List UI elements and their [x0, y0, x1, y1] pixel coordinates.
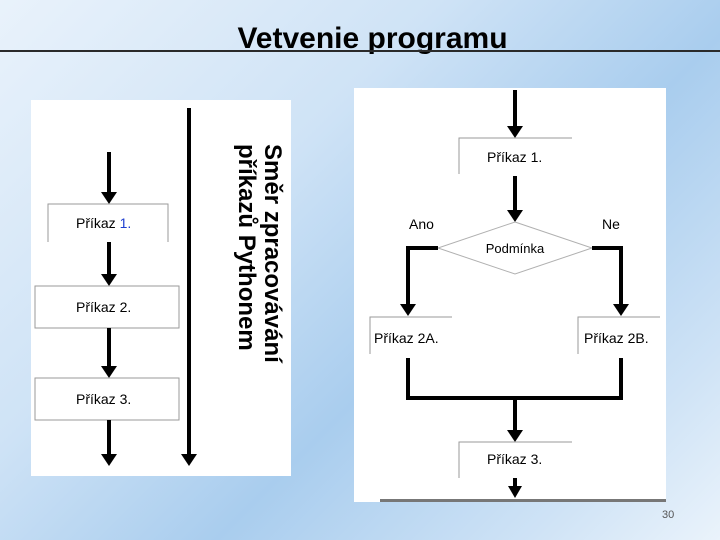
condition-label: Podmínka: [486, 241, 545, 256]
arrowhead: [507, 126, 523, 138]
direction-label-line-2: příkazů Pythonem: [233, 144, 260, 351]
no-label: Ne: [602, 216, 620, 232]
sequential-flowchart: Příkaz 1. Příkaz 2. Příkaz 3. Směr zprac…: [34, 108, 286, 466]
command-3-label: Příkaz 3.: [487, 451, 542, 467]
arrowhead: [101, 454, 117, 466]
command-1-box: [47, 203, 169, 242]
command-1-label: Příkaz 1.: [76, 215, 131, 231]
no-branch-line: [592, 246, 623, 306]
command-3-box: [458, 441, 572, 478]
title-underline: [0, 50, 720, 52]
branching-flowchart: Příkaz 1. Podmínka Ano Ne Příkaz 2A. Pří…: [369, 90, 660, 498]
direction-label: Směr zpracovávání příkazů Pythonem: [233, 144, 286, 364]
arrowhead: [101, 192, 117, 204]
direction-label-line-1: Směr zpracovávání: [259, 144, 286, 364]
arrowhead: [507, 430, 523, 442]
arrowhead: [101, 274, 117, 286]
command-3-box: [34, 377, 180, 421]
yes-label: Ano: [409, 216, 434, 232]
branch-b-label: Příkaz 2B.: [584, 330, 649, 346]
merge-line: [406, 358, 623, 400]
panel-shadow: [380, 499, 666, 502]
arrowhead: [613, 304, 629, 316]
branch-a-label: Příkaz 2A.: [374, 330, 439, 346]
slide-title: Vetvenie programu: [237, 22, 508, 55]
yes-branch-line: [406, 246, 438, 306]
command-3-label: Příkaz 3.: [76, 391, 131, 407]
branching-flow-panel: Příkaz 1. Podmínka Ano Ne Příkaz 2A. Pří…: [354, 88, 666, 502]
page-number: 30: [662, 509, 675, 521]
sequential-flow-panel: Příkaz 1. Příkaz 2. Příkaz 3. Směr zprac…: [31, 100, 291, 476]
arrowhead: [507, 210, 523, 222]
branch-a-box: [369, 316, 452, 354]
branch-b-box: [577, 316, 660, 354]
arrowhead: [101, 366, 117, 378]
arrowhead: [400, 304, 416, 316]
command-2-label: Příkaz 2.: [76, 299, 131, 315]
arrowhead: [508, 486, 522, 498]
condition-diamond: [436, 221, 594, 275]
command-1-label: Příkaz 1.: [487, 149, 542, 165]
arrowhead: [181, 454, 197, 466]
command-1-box: [458, 137, 572, 174]
